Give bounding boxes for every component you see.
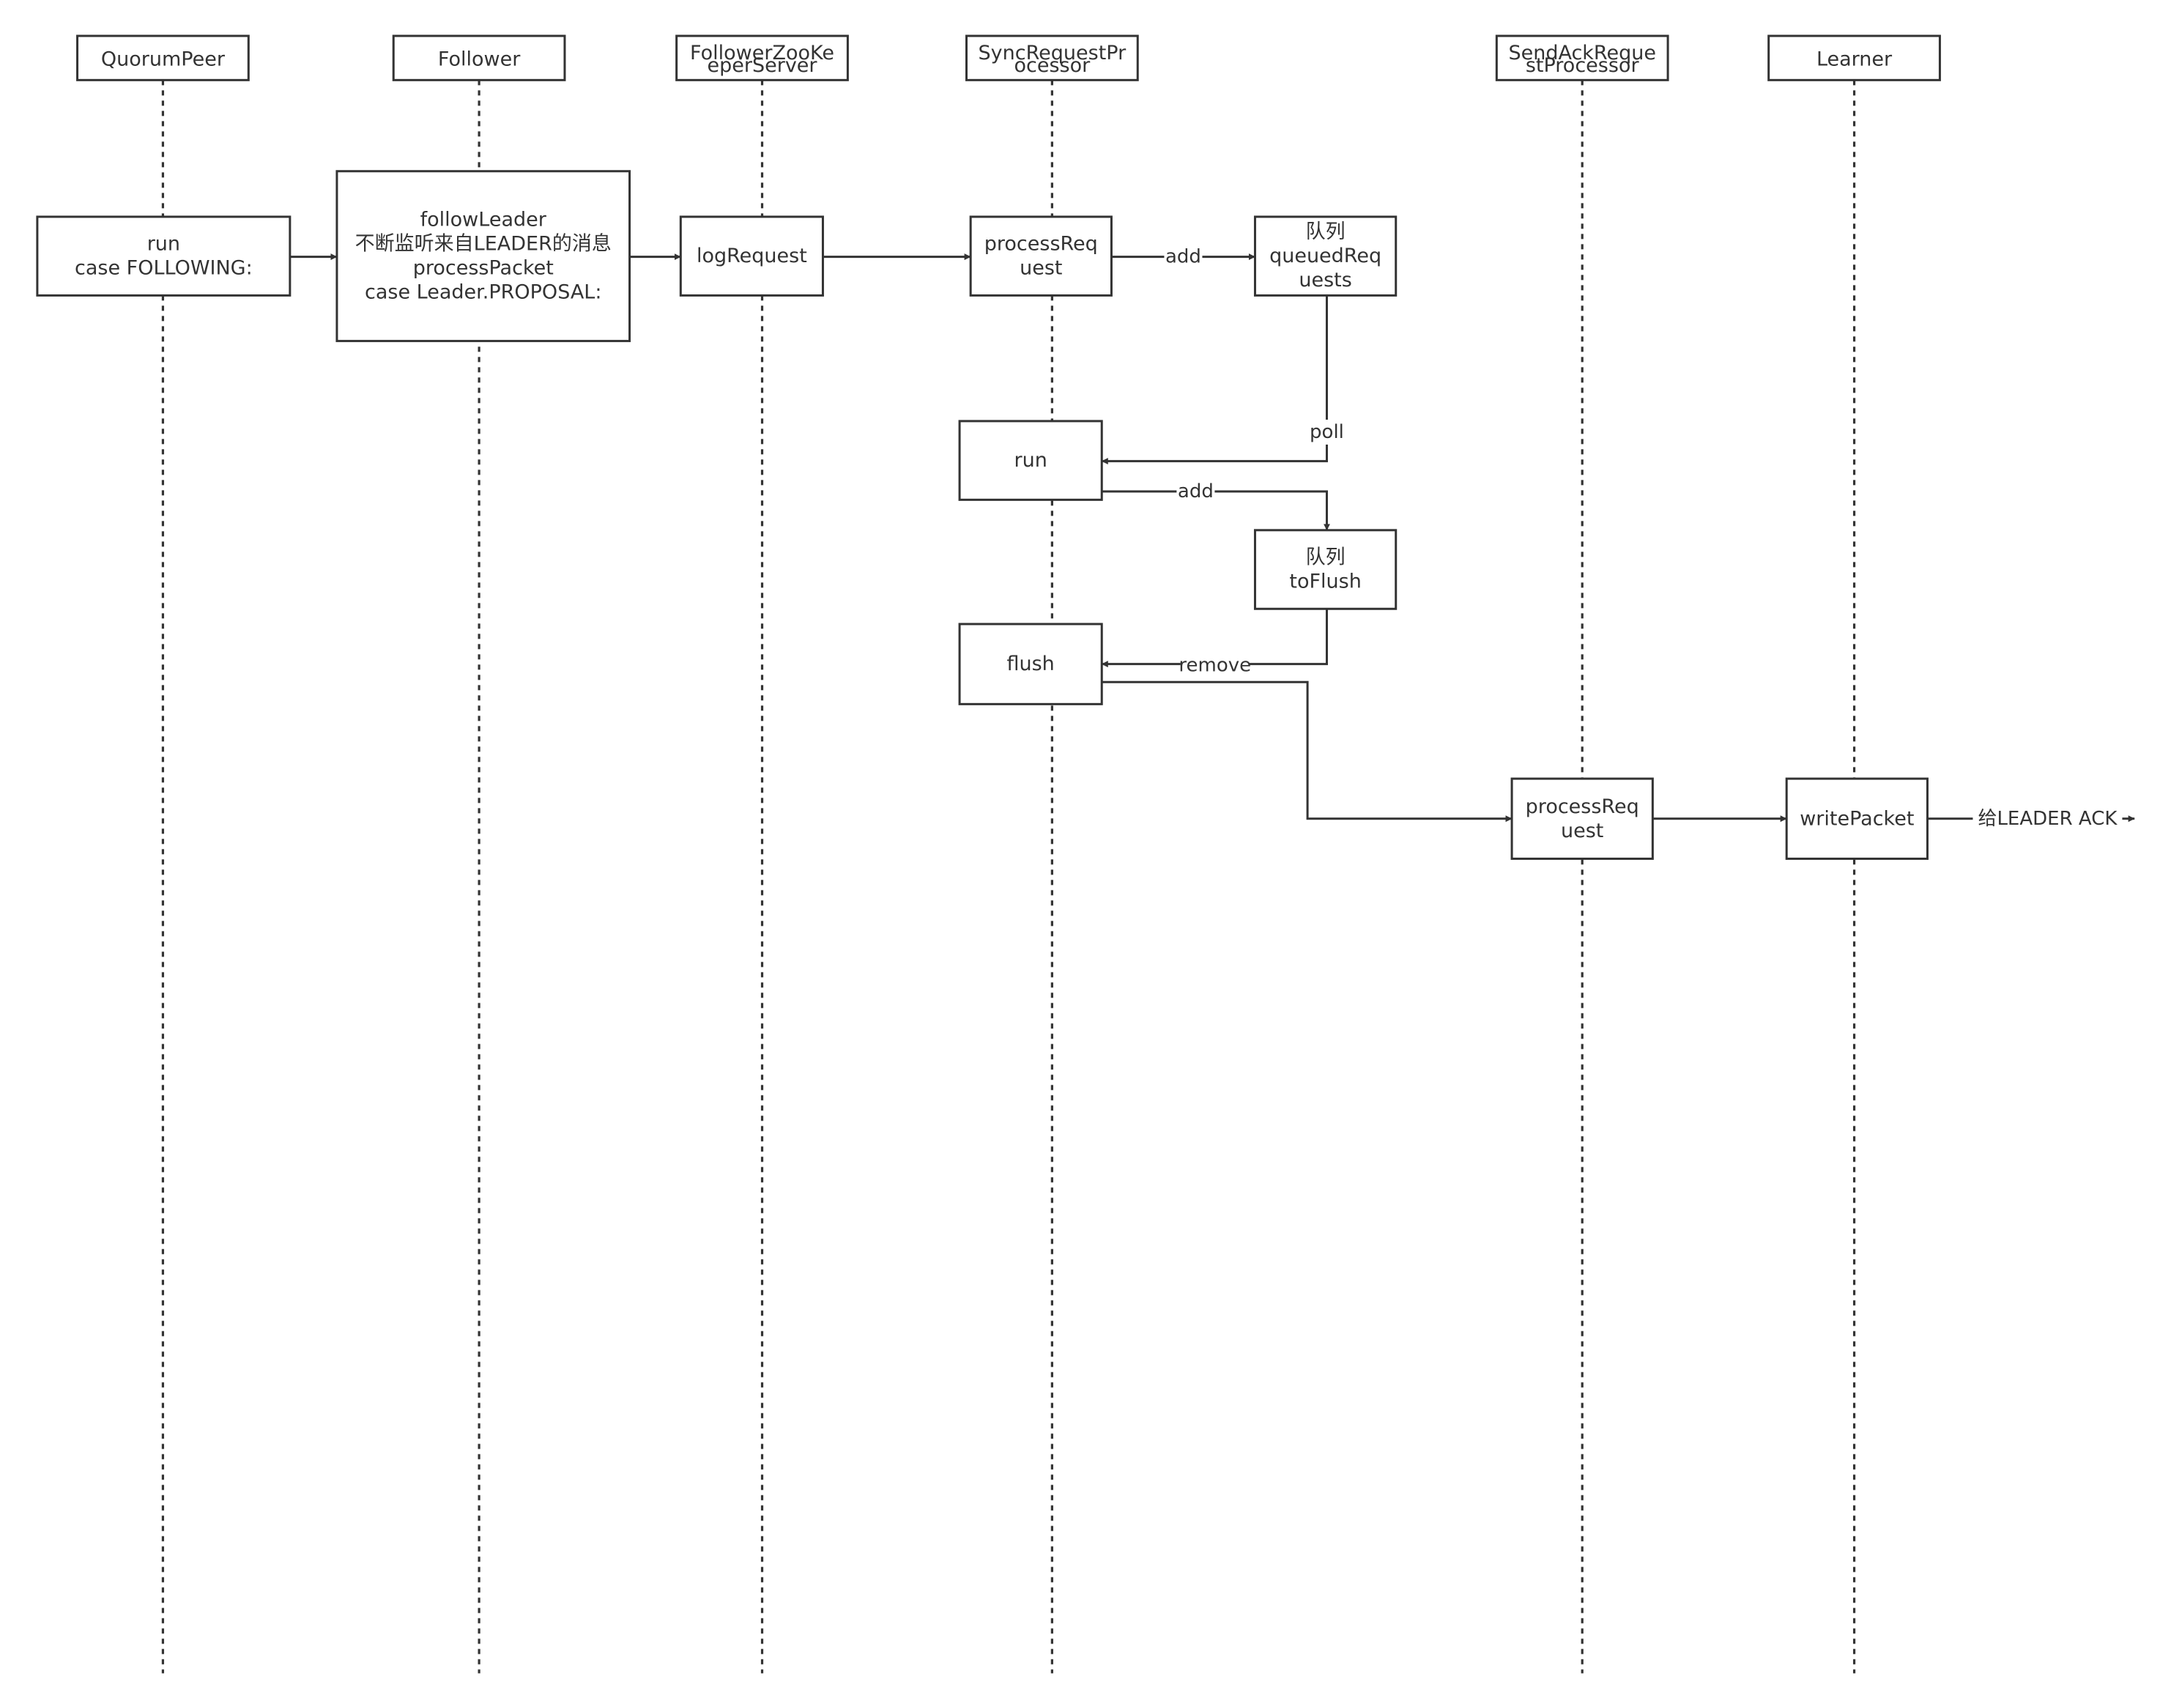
activation-log-request: logRequest <box>679 215 824 297</box>
participant-quorumpeer: QuorumPeer <box>76 34 250 81</box>
activation-box <box>1510 777 1654 860</box>
activation-label: flush <box>1006 653 1054 675</box>
message-label: poll <box>1310 421 1344 443</box>
activation-box <box>36 215 292 297</box>
message-write-packet-out: 给LEADER ACK <box>1927 806 2135 831</box>
participant-label: ocessor <box>1014 54 1091 77</box>
message-label-bg <box>1180 653 1250 678</box>
activation-label: processReq <box>1526 795 1639 818</box>
participant-label: Learner <box>1816 48 1893 71</box>
activation-label: followLeader <box>420 209 547 231</box>
activation-label: case Leader.PROPOSAL: <box>365 281 601 304</box>
message-process-request-to-queue: add <box>1111 244 1255 270</box>
activation-run-sync: run <box>958 420 1103 501</box>
activation-label: writePacket <box>1800 807 1914 830</box>
activation-box <box>1253 529 1398 610</box>
activation-label: uest <box>1020 257 1062 280</box>
participant-box <box>1495 34 1669 81</box>
message-label-bg <box>1176 479 1215 505</box>
message-queue-to-run: poll <box>1101 295 1351 465</box>
activation-label: uest <box>1561 820 1603 842</box>
activation-label: queuedReq <box>1269 245 1381 267</box>
participant-label: FollowerZooKe <box>690 42 834 64</box>
activation-label: processPacket <box>413 257 554 280</box>
participant-label: SyncRequestPr <box>979 42 1127 64</box>
message-label-bg <box>1302 420 1351 445</box>
message-run-to-to-flush: add <box>1102 479 1330 531</box>
participant-learner: Learner <box>1767 34 1941 81</box>
activation-label: run <box>1014 449 1047 472</box>
activation-box <box>1785 777 1929 860</box>
participant-box <box>76 34 250 81</box>
participant-label: QuorumPeer <box>101 48 226 71</box>
activation-label: uests <box>1299 269 1351 292</box>
participant-follower: Follower <box>392 34 566 81</box>
activation-box <box>1253 215 1398 297</box>
activation-label: case FOLLOWING: <box>75 257 253 280</box>
message-flush-to-ack-process <box>1102 680 1513 823</box>
participant-box <box>392 34 566 81</box>
message-label: 给LEADER ACK <box>1978 808 2118 830</box>
activation-label: toFlush <box>1289 571 1361 593</box>
message-arrow <box>1101 609 1328 668</box>
activation-label: 队列 <box>1306 546 1346 569</box>
message-label: remove <box>1179 655 1251 677</box>
message-arrow <box>1101 295 1328 465</box>
activation-box <box>335 170 631 343</box>
participant-label: SendAckReque <box>1508 42 1656 64</box>
activation-label: 不断监听来自LEADER的消息 <box>355 233 612 256</box>
participant-box <box>965 34 1139 81</box>
activation-box <box>969 215 1113 297</box>
participant-label: Follower <box>438 48 521 71</box>
activation-label: 队列 <box>1306 220 1346 243</box>
activation-box <box>958 623 1103 705</box>
activation-box <box>958 420 1103 501</box>
activation-follow-leader: followLeader不断监听来自LEADER的消息processPacket… <box>335 170 631 343</box>
activation-write-packet: writePacket <box>1785 777 1929 860</box>
participant-box <box>1767 34 1941 81</box>
activation-label: processReq <box>984 233 1098 256</box>
message-label: add <box>1178 480 1214 502</box>
participant-label: stProcessor <box>1526 54 1640 77</box>
message-label-bg <box>1164 244 1203 270</box>
participant-box <box>675 34 849 81</box>
message-label-bg <box>1972 806 2123 831</box>
participant-label: eperServer <box>708 54 818 77</box>
activation-box <box>679 215 824 297</box>
message-to-flush-to-flush: remove <box>1101 609 1328 678</box>
message-arrow <box>1102 680 1513 823</box>
activation-label: logRequest <box>697 245 807 267</box>
activation-label: run <box>147 233 180 256</box>
activation-flush: flush <box>958 623 1103 705</box>
message-label: add <box>1165 246 1201 268</box>
